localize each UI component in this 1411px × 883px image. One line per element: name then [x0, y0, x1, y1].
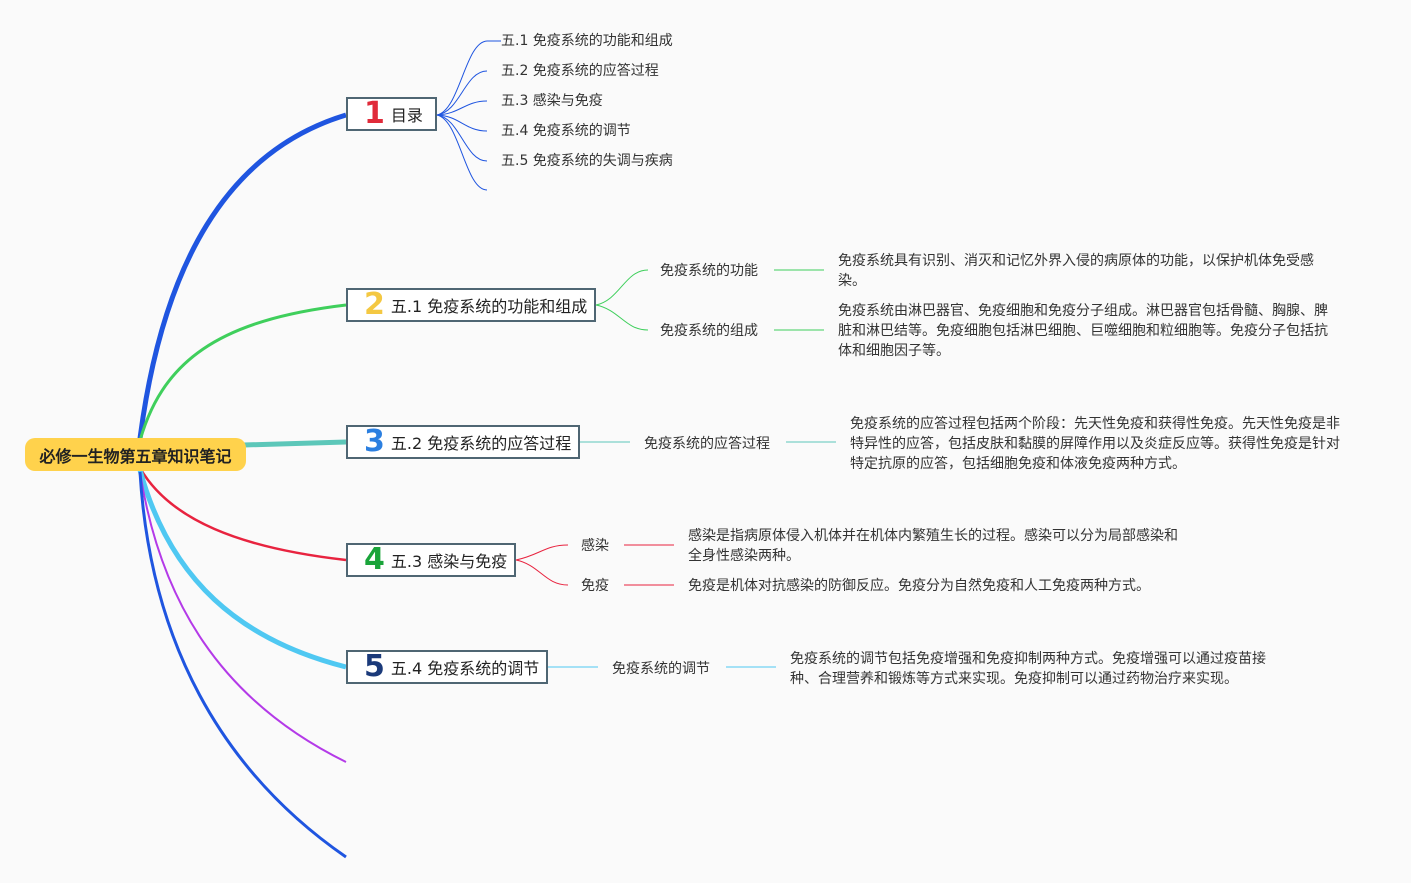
toc-item[interactable]: 五.3 感染与免疫 [501, 93, 603, 109]
connector-branch-7 [138, 471, 347, 859]
branch-number: 2 [364, 287, 385, 322]
connector-b2 [595, 269, 824, 331]
branch-number: 3 [364, 424, 385, 459]
subtopic[interactable]: 感染 [581, 538, 609, 554]
subtopic-description: 免疫是机体对抗感染的防御反应。免疫分为自然免疫和人工免疫两种方式。 [688, 578, 1150, 594]
connector-branch-3 [243, 439, 347, 448]
subtopic-description: 感染是指病原体侵入机体并在机体内繁殖生长的过程。感染可以分为局部感染和全身性感染… [688, 528, 1178, 564]
toc-item[interactable]: 五.5 免疫系统的失调与疾病 [501, 153, 673, 169]
connector-branch-6 [139, 471, 347, 763]
connector-branch-2 [136, 303, 347, 449]
branch-regulation[interactable]: 5 五.4 免疫系统的调节 [346, 650, 548, 684]
connector-branch-5 [137, 469, 347, 670]
connector-branch-4 [138, 467, 347, 562]
branch-response-process[interactable]: 3 五.2 免疫系统的应答过程 [346, 425, 580, 459]
branch-label: 目录 [390, 106, 423, 125]
branch-toc[interactable]: 1 目录 [346, 97, 437, 131]
root-title: 必修一生物第五章知识笔记 [39, 446, 232, 466]
branch-number: 5 [364, 649, 385, 684]
toc-item[interactable]: 五.4 免疫系统的调节 [501, 123, 631, 139]
branch-label: 五.4 免疫系统的调节 [390, 659, 540, 678]
root-topic[interactable]: 必修一生物第五章知识笔记 [25, 438, 246, 471]
toc-item[interactable]: 五.2 免疫系统的应答过程 [501, 63, 659, 79]
branch-function-composition[interactable]: 2 五.1 免疫系统的功能和组成 [346, 288, 596, 322]
subtopic[interactable]: 免疫 [581, 578, 609, 594]
connector-branch-1 [135, 112, 347, 456]
connector-b4 [515, 544, 674, 586]
branch-label: 五.3 感染与免疫 [390, 552, 508, 571]
subtopic-description: 免疫系统具有识别、消灭和记忆外界入侵的病原体的功能，以保护机体免受感染。 [838, 253, 1314, 289]
subtopic[interactable]: 免疫系统的组成 [660, 323, 758, 339]
subtopic-description: 免疫系统由淋巴器官、免疫细胞和免疫分子组成。淋巴器官包括骨髓、胸腺、脾脏和淋巴结… [838, 303, 1328, 359]
subtopic[interactable]: 免疫系统的调节 [612, 661, 710, 677]
subtopic-description: 免疫系统的应答过程包括两个阶段：先天性免疫和获得性免疫。先天性免疫是非特异性的应… [850, 416, 1340, 472]
branch-number: 4 [364, 542, 385, 577]
connector-toc [436, 40, 501, 191]
branch-infection-immunity[interactable]: 4 五.3 感染与免疫 [346, 543, 516, 577]
branch-label: 五.1 免疫系统的功能和组成 [390, 297, 588, 316]
subtopic[interactable]: 免疫系统的功能 [660, 263, 758, 279]
toc-item[interactable]: 五.1 免疫系统的功能和组成 [501, 33, 673, 49]
subtopic[interactable]: 免疫系统的应答过程 [644, 436, 770, 452]
branch-number: 1 [364, 96, 385, 131]
branch-label: 五.2 免疫系统的应答过程 [390, 434, 572, 453]
subtopic-description: 免疫系统的调节包括免疫增强和免疫抑制两种方式。免疫增强可以通过疫苗接种、合理营养… [790, 651, 1266, 687]
